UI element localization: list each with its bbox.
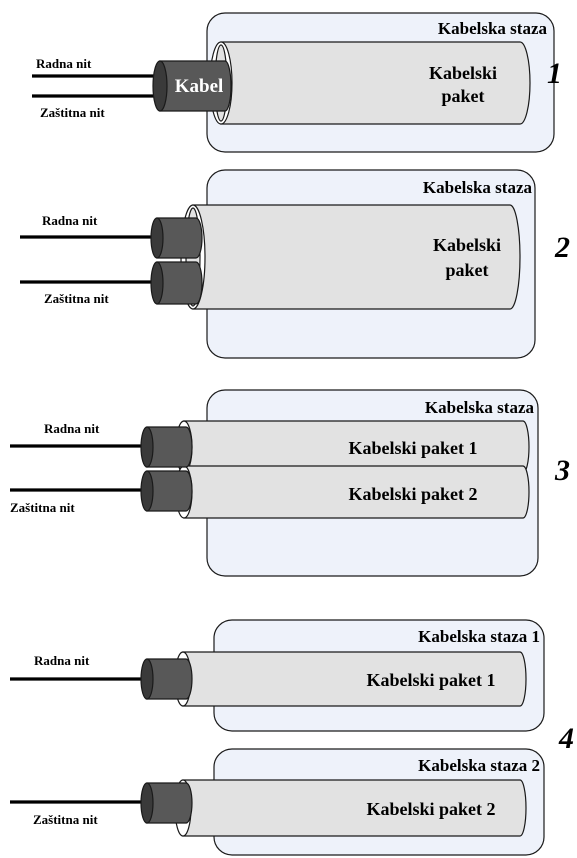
cable (159, 60, 232, 112)
cable-packet (220, 41, 531, 125)
cable (156, 261, 203, 305)
diagram-1: Kabelska staza Kabelski paket Radna nit … (32, 12, 562, 153)
protective-wire-label: Zaštitna nit (10, 500, 75, 515)
diagram-number: 2 (554, 231, 570, 264)
diagram-number: 3 (554, 454, 570, 487)
work-wire-label: Radna nit (36, 56, 92, 71)
diagram-number: 1 (547, 57, 562, 90)
work-wire-label: Radna nit (44, 421, 100, 436)
cable-packet-label-line2: paket (441, 86, 484, 106)
cable-packet-1-label: Kabelski paket 1 (366, 670, 495, 690)
cable (146, 658, 193, 700)
diagram-number: 4 (558, 722, 574, 755)
cable-tray-label: Kabelska staza (425, 398, 535, 417)
cable-packet-2 (182, 779, 527, 837)
cable-packet-1 (182, 651, 527, 707)
diagram-3: Kabelska staza Kabelski paket 1 Kabelski… (10, 389, 570, 577)
protective-wire-label: Zaštitna nit (33, 812, 98, 827)
cable (146, 470, 193, 512)
cable-packet-1-label: Kabelski paket 1 (348, 438, 477, 458)
cable-label: Kabel (175, 76, 224, 97)
cable-packet (192, 204, 521, 310)
cable-packet-label-line2: paket (445, 260, 488, 280)
cable-tray-1-label: Kabelska staza 1 (418, 627, 540, 646)
cable-packet-label-line1: Kabelski (433, 235, 501, 255)
protective-wire-label: Zaštitna nit (40, 105, 105, 120)
diagram-2: Kabelska staza Kabelski paket Radna nit … (20, 169, 570, 359)
cable-packet-2-label: Kabelski paket 2 (366, 799, 495, 819)
work-wire-label: Radna nit (34, 653, 90, 668)
cable (146, 426, 193, 468)
cable-packet-2 (183, 465, 530, 519)
protective-wire-label: Zaštitna nit (44, 291, 109, 306)
cable-tray-2-label: Kabelska staza 2 (418, 756, 540, 775)
diagram-4: Kabelska staza 1 Kabelski paket 1 Radna … (10, 619, 574, 856)
cable-tray-label: Kabelska staza (423, 178, 533, 197)
cable (156, 217, 203, 259)
cable (146, 782, 193, 824)
cable-packet-label-line1: Kabelski (429, 63, 497, 83)
work-wire-label: Radna nit (42, 213, 98, 228)
cable-tray-label: Kabelska staza (438, 19, 548, 38)
cable-packet-2-label: Kabelski paket 2 (348, 484, 477, 504)
